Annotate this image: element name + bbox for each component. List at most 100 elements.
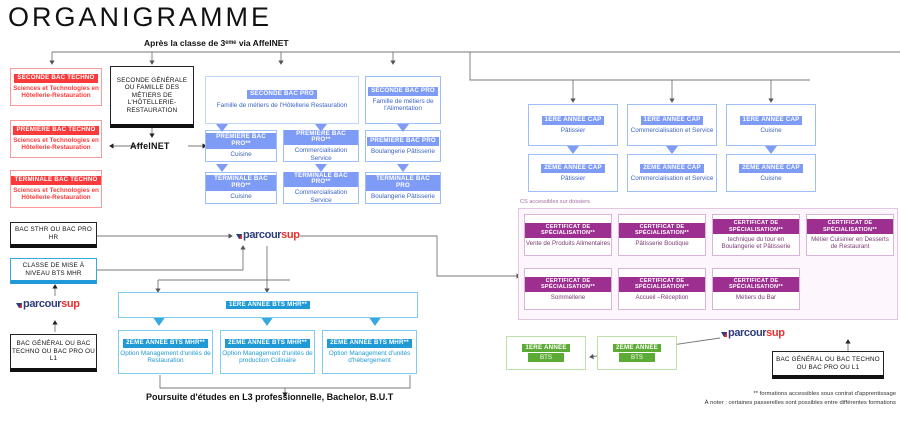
parcoursup-text-2: sup xyxy=(61,298,80,310)
cs-note-label: CS accessibles sur dossiers xyxy=(520,199,590,205)
box-cap2-cuisine[interactable]: 2EME ANNÉE CAP Cuisine xyxy=(726,154,816,192)
box-bac-sthr[interactable]: BAC STHR OU BAC PRO HR xyxy=(10,222,97,248)
parcoursup-mark-icon xyxy=(236,234,242,239)
box-subtitle: BTS xyxy=(618,353,656,363)
box-terminale-bac-pro-commercialisation[interactable]: TERMINALE BAC PRO** Commercialisation Se… xyxy=(283,171,359,204)
box-subtitle: Famille de métiers de l'Alimentation xyxy=(372,97,434,113)
box-title: TERMINALE BAC PRO** xyxy=(206,175,276,191)
box-cap2-commercialisation[interactable]: 2EME ANNÉE CAP Commercialisation et Serv… xyxy=(627,154,717,192)
box-cs-technique-tour-boulangerie[interactable]: CERTIFICAT DE SPÉCIALISATION** technique… xyxy=(712,214,800,256)
box-premiere-bac-techno[interactable]: PREMIÈRE BAC TECHNO Sciences et Technolo… xyxy=(10,120,102,158)
parcoursup-logo-left[interactable]: parcoursup xyxy=(16,298,80,310)
box-subtitle: Boulangerie Pâtisserie xyxy=(371,147,435,155)
box-title: CERTIFICAT DE SPÉCIALISATION** xyxy=(525,222,611,238)
box-bts-mhr-1ere-annee[interactable]: 1ERE ANNÉE BTS MHR** xyxy=(118,292,418,318)
box-title: 1ERE ANNÉE CAP xyxy=(640,115,704,125)
header-affelnet-label: Après la classe de 3ᵉᵐᵉ via AffelNET xyxy=(144,38,289,48)
box-subtitle: Option Management d'unités de Restaurati… xyxy=(120,349,211,365)
box-title: PREMIÈRE BAC PRO** xyxy=(284,129,358,146)
box-bts-mhr-option-production-culinaire[interactable]: 2EME ANNÉE BTS MHR** Option Management d… xyxy=(220,330,315,374)
box-title: SECONDE BAC TECHNO xyxy=(14,74,98,83)
box-subtitle: Commercialisation Service xyxy=(294,189,348,204)
box-bac-general-left[interactable]: BAC GÉNÉRAL OU BAC TECHNO OU BAC PRO OU … xyxy=(10,334,97,372)
parcoursup-text-1: parcour xyxy=(23,298,62,310)
box-cs-metiers-du-bar[interactable]: CERTIFICAT DE SPÉCIALISATION** Métiers d… xyxy=(712,268,800,310)
box-title: TERMINALE BAC PRO** xyxy=(284,171,358,188)
box-subtitle: Cuisine xyxy=(230,150,252,158)
box-cap1-cuisine[interactable]: 1ERE ANNÉE CAP Cuisine xyxy=(726,104,816,146)
box-subtitle: Option Management d'unités de production… xyxy=(222,349,313,365)
box-subtitle: Commercialisation et Service xyxy=(630,174,714,182)
box-cs-vente-produits-alimentaires[interactable]: CERTIFICAT DE SPÉCIALISATION** Vente de … xyxy=(524,214,612,256)
box-title: 2EME ANNÉE BTS MHR** xyxy=(123,338,208,348)
parcoursup-text-2: sup xyxy=(281,229,300,241)
box-premiere-bac-pro-commercialisation[interactable]: PREMIÈRE BAC PRO** Commercialisation Ser… xyxy=(283,129,359,162)
bottom-note-label: Poursuite d'études en L3 professionnelle… xyxy=(146,392,394,402)
box-title: TERMINALE BAC TECHNO xyxy=(11,176,101,185)
footnote-line-1: ** formations accessibles sous contrat d… xyxy=(753,391,896,397)
box-title: 1ERE ANNÉE CAP xyxy=(541,115,605,125)
family-hotellerie-container xyxy=(205,76,359,124)
box-title: 1ERE ANNÉE CAP xyxy=(739,115,803,125)
box-cap2-patissier[interactable]: 2EME ANNÉE CAP Pâtissier xyxy=(528,154,618,192)
parcoursup-text-2: sup xyxy=(766,327,785,339)
box-subtitle: Sciences et Technologies en Hôtellerie-R… xyxy=(13,84,99,100)
box-title: TERMINALE BAC PRO xyxy=(366,175,440,191)
box-bts-mhr-option-hebergement[interactable]: 2EME ANNÉE BTS MHR** Option Management d… xyxy=(322,330,417,374)
box-premiere-bac-pro-cuisine[interactable]: PREMIÈRE BAC PRO** Cuisine xyxy=(205,130,277,162)
box-subtitle: Métiers du Bar xyxy=(735,293,777,301)
box-seconde-bac-techno[interactable]: SECONDE BAC TECHNO Sciences et Technolog… xyxy=(10,68,102,106)
box-title: CERTIFICAT DE SPÉCIALISATION** xyxy=(713,276,799,292)
parcoursup-logo-center[interactable]: parcoursup xyxy=(236,229,300,241)
box-subtitle: Boulangerie Pâtisserie xyxy=(371,192,435,200)
box-terminale-bac-techno[interactable]: TERMINALE BAC TECHNO Sciences et Technol… xyxy=(10,170,102,208)
box-premiere-bac-pro-boulangerie[interactable]: PREMIÈRE BAC PRO Boulangerie Pâtisserie xyxy=(365,130,441,162)
box-title: PREMIÈRE BAC PRO** xyxy=(206,133,276,149)
box-title: CERTIFICAT DE SPÉCIALISATION** xyxy=(807,219,893,234)
box-title: 2EME ANNÉE CAP xyxy=(739,163,803,173)
box-bts-mhr-option-restauration[interactable]: 2EME ANNÉE BTS MHR** Option Management d… xyxy=(118,330,213,374)
box-title: PREMIÈRE BAC TECHNO xyxy=(13,126,99,135)
box-terminale-bac-pro-boulangerie[interactable]: TERMINALE BAC PRO Boulangerie Pâtisserie xyxy=(365,172,441,204)
parcoursup-text-1: parcour xyxy=(243,229,282,241)
box-title: 2EME ANNÉE BTS MHR** xyxy=(225,338,310,348)
box-seconde-bac-pro-alimentation[interactable]: SECONDE BAC PRO Famille de métiers de l'… xyxy=(365,76,441,124)
box-cs-accueil-reception[interactable]: CERTIFICAT DE SPÉCIALISATION** Accueil –… xyxy=(618,268,706,310)
box-title: 2EME ANNÉE CAP xyxy=(541,163,605,173)
box-classe-mise-a-niveau[interactable]: CLASSE DE MISE À NIVEAU BTS MHR xyxy=(10,258,97,284)
box-seconde-generale[interactable]: SECONDE GÉNÉRALE OU FAMILLE DES MÉTIERS … xyxy=(110,66,194,128)
box-terminale-bac-pro-cuisine[interactable]: TERMINALE BAC PRO** Cuisine xyxy=(205,172,277,204)
box-bts-1ere-annee[interactable]: 1ERE ANNÉE BTS xyxy=(506,336,586,370)
box-subtitle: Option Management d'unités d'hébergement xyxy=(328,349,411,365)
box-title: 2EME ANNÉE CAP xyxy=(640,163,704,173)
box-subtitle: Pâtissier xyxy=(560,126,586,134)
box-cap1-commercialisation[interactable]: 1ERE ANNÉE CAP Commercialisation et Serv… xyxy=(627,104,717,146)
page-title: ORGANIGRAMME xyxy=(8,2,273,32)
box-subtitle: Cuisine xyxy=(760,174,782,182)
box-subtitle: Commercialisation Service xyxy=(294,147,348,162)
box-subtitle: Vente de Produits Alimentaires xyxy=(525,239,611,247)
parcoursup-mark-icon xyxy=(16,303,22,308)
box-bts-2eme-annee[interactable]: 2EME ANNÉE BTS xyxy=(597,336,677,370)
box-title: CERTIFICAT DE SPÉCIALISATION** xyxy=(619,276,705,292)
affelnet-label: AffelNET xyxy=(130,141,170,151)
box-cs-patisserie-boutique[interactable]: CERTIFICAT DE SPÉCIALISATION** Pâtisseri… xyxy=(618,214,706,256)
box-title: 2EME ANNÉE BTS MHR** xyxy=(327,338,412,348)
box-subtitle: BAC STHR OU BAC PRO HR xyxy=(15,225,92,241)
box-subtitle: Accueil –Réception xyxy=(635,293,689,301)
box-subtitle: BAC GÉNÉRAL OU BAC TECHNO OU BAC PRO OU … xyxy=(776,355,880,371)
box-title: 1ERE ANNÉE xyxy=(522,343,570,353)
box-bac-general-right[interactable]: BAC GÉNÉRAL OU BAC TECHNO OU BAC PRO OU … xyxy=(772,351,884,379)
box-subtitle: SECONDE GÉNÉRALE OU FAMILLE DES MÉTIERS … xyxy=(116,76,188,114)
box-subtitle: Commercialisation et Service xyxy=(630,126,714,134)
parcoursup-logo-right[interactable]: parcoursup xyxy=(721,327,785,339)
box-subtitle: CLASSE DE MISE À NIVEAU BTS MHR xyxy=(22,261,85,277)
box-subtitle: Sciences et Technologies en Hôtellerie-R… xyxy=(13,136,99,152)
box-subtitle: Pâtissier xyxy=(560,174,586,182)
box-cs-sommellerie[interactable]: CERTIFICAT DE SPÉCIALISATION** Sommeller… xyxy=(524,268,612,310)
box-cs-metier-cuisinier-desserts[interactable]: CERTIFICAT DE SPÉCIALISATION** Métier Cu… xyxy=(806,214,894,256)
box-cap1-patissier[interactable]: 1ERE ANNÉE CAP Pâtissier xyxy=(528,104,618,146)
box-title: PREMIÈRE BAC PRO xyxy=(367,136,439,146)
box-seconde-bac-pro-hotellerie[interactable]: SECONDE BAC PRO Famille de métiers de l'… xyxy=(205,76,359,124)
box-subtitle: Sciences et Technologies en Hôtellerie-R… xyxy=(13,186,99,202)
